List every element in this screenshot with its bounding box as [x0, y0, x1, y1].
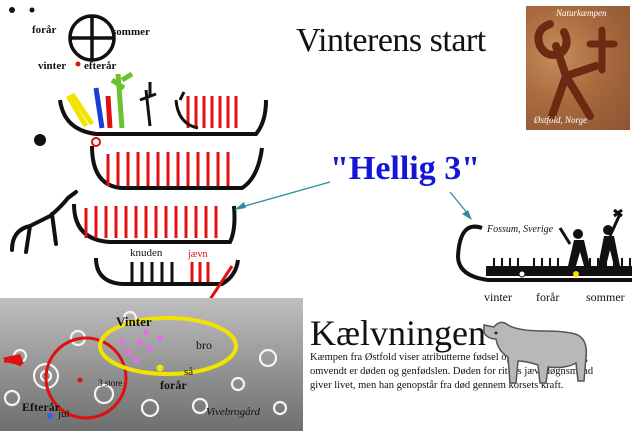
wheel-label-foraar: forår [32, 24, 57, 36]
fossum-season-foraar: forår [536, 290, 560, 304]
wheel-label-sommer: sommer [112, 26, 150, 38]
cow-icon [483, 321, 588, 384]
fossum-caption: Fossum, Sverige [487, 224, 554, 235]
person-icon [598, 208, 623, 266]
kalvningen-text: Kæmpen fra Østfold viser atributterne fø… [310, 352, 594, 391]
label-foraar: forår [160, 378, 187, 392]
label-efteraar: Efterår [22, 400, 60, 414]
wheel-label-vinter: vinter [38, 60, 67, 72]
ship-icon [90, 137, 264, 190]
petroglyph-figure-icon [534, 20, 618, 120]
hellig-3-heading: "Hellig 3" [330, 150, 481, 187]
page-title: Vinterens start [296, 22, 486, 59]
label-jul: jul [58, 408, 70, 420]
fossum-season-vinter: vinter [484, 290, 512, 304]
petroglyph-photo: Naturkæmpen Østfold, Norge [526, 6, 630, 130]
sun-wheel-icon [68, 14, 116, 67]
photo-caption-bottom: Østfold, Norge [534, 115, 588, 125]
person-icon [558, 227, 590, 266]
label-saa: så [184, 366, 194, 378]
rock-carvings-drawing [9, 7, 268, 300]
label-bro: bro [196, 338, 212, 352]
label-jaevn: jævn [188, 249, 208, 260]
label-vinter: Vinter [116, 314, 152, 329]
arrows [234, 181, 472, 220]
ship-icon [94, 257, 240, 286]
kalvningen-heading: Kælvningen [310, 313, 486, 353]
wheel-label-efteraar: efterår [84, 60, 117, 72]
rock-photo: Vinter bro så forår 3 store Efterår jul … [0, 298, 303, 431]
fossum-ship-drawing [456, 208, 632, 282]
label-3-store: 3 store [98, 378, 123, 388]
fossum-season-sommer: sommer [586, 290, 625, 304]
label-vivebrogaard: Vivebrogård [206, 406, 260, 418]
label-knuden: knuden [130, 247, 163, 259]
ship-icon [72, 203, 237, 244]
ship-icon [58, 71, 268, 136]
photo-caption-top: Naturkæmpen [556, 8, 607, 18]
